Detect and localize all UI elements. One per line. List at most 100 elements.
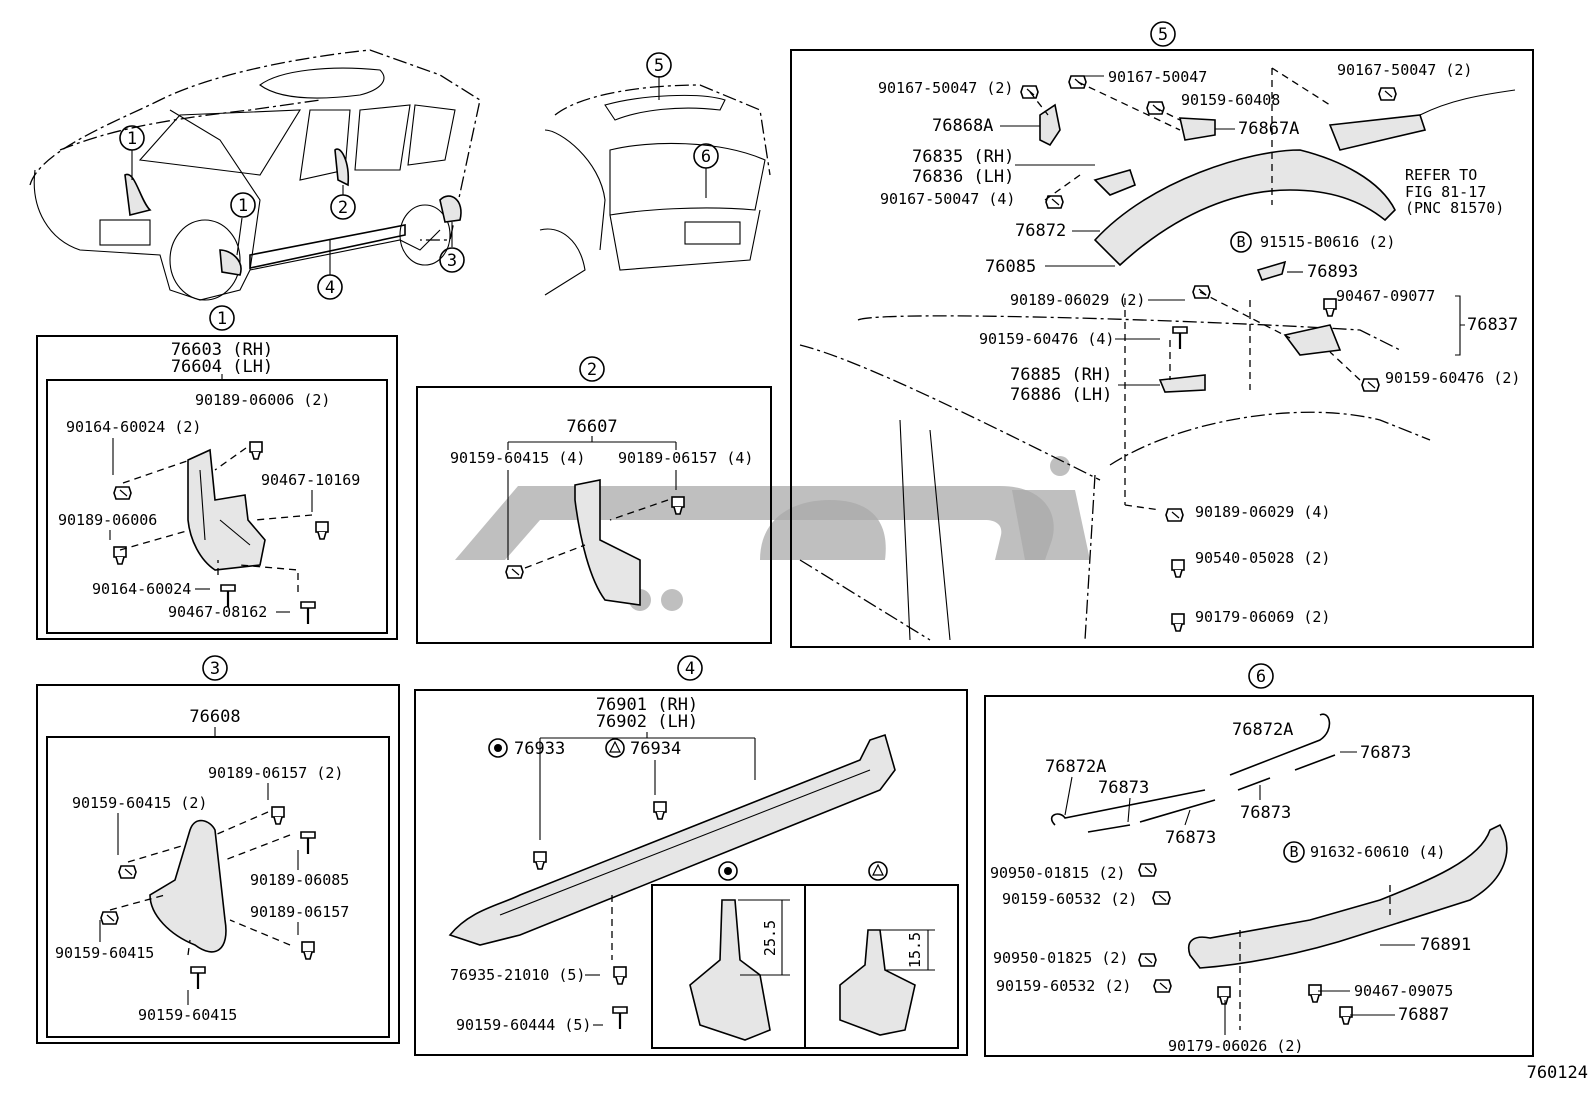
part-label: FIG 81-17 <box>1405 183 1486 201</box>
part-label: 90189-06029 (4) <box>1195 503 1330 521</box>
part-label: 90950-01825 (2) <box>993 949 1128 967</box>
part-76085: 76085 <box>985 257 1036 277</box>
part-76872a-lower: 76872A <box>1045 757 1106 777</box>
part-label: 5 <box>1158 25 1168 45</box>
part-label: 90167-50047 (2) <box>1337 61 1472 79</box>
part-label: 2 <box>587 360 597 380</box>
part-label: 1 <box>217 309 227 329</box>
part-76887: 76887 <box>1398 1005 1449 1025</box>
part-label: 90189-06157 <box>250 903 349 921</box>
part-76872a-upper: 76872A <box>1232 720 1293 740</box>
part-label: 3 <box>447 251 457 271</box>
part-label: 90189-06006 (2) <box>195 391 330 409</box>
part-label: 91515-B0616 (2) <box>1260 233 1395 251</box>
part-label: 90159-60415 <box>55 944 154 962</box>
panel-1-mudguard-front: 1 76603 (RH) 76604 (LH) 90189-06006 (2) … <box>36 305 398 640</box>
part-76603: 76603 (RH) <box>171 340 273 360</box>
part-label: 6 <box>701 147 711 167</box>
part-label: 90189-06006 <box>58 511 157 529</box>
part-label: 90467-09077 <box>1336 287 1435 305</box>
panel-4-rocker-moulding: 4 76901 (RH) 76902 (LH) 76933 76934 7693… <box>414 655 968 1056</box>
part-label: 90167-50047 (2) <box>878 79 1013 97</box>
part-label: (PNC 81570) <box>1405 199 1504 217</box>
part-76933: 76933 <box>514 739 565 759</box>
part-label: 90164-60024 (2) <box>66 418 201 436</box>
part-76891: 76891 <box>1420 935 1471 955</box>
part-label: 90167-50047 <box>1108 68 1207 86</box>
part-label: 90189-06085 <box>250 871 349 889</box>
part-label: 90467-10169 <box>261 471 360 489</box>
callout-1-overview-b: 1 <box>230 192 256 218</box>
part-label: 90159-60444 (5) <box>456 1016 591 1034</box>
part-label: 90159-60415 <box>138 1006 237 1024</box>
part-76867a: 76867A <box>1238 119 1299 139</box>
callout-4-overview: 4 <box>317 274 343 300</box>
part-label: 90159-60476 (4) <box>979 330 1114 348</box>
part-label: 90189-06029 (2) <box>1010 291 1145 309</box>
part-76604: 76604 (LH) <box>171 357 273 377</box>
part-label: 90159-60532 (2) <box>1002 890 1137 908</box>
part-76837: 76837 <box>1467 315 1518 335</box>
part-label: 90159-60532 (2) <box>996 977 1131 995</box>
part-76872: 76872 <box>1015 221 1066 241</box>
part-label: 6 <box>1256 667 1266 687</box>
part-label: 90179-06069 (2) <box>1195 608 1330 626</box>
panel-5-rear-spoiler: 5 90167-50047 (2) 90167-50047 90167-50 <box>790 21 1534 648</box>
part-label: 91632-60610 (4) <box>1310 843 1445 861</box>
part-label: 90189-06157 (2) <box>208 764 343 782</box>
part-label: B <box>1236 233 1245 251</box>
part-76873-b: 76873 <box>1360 743 1411 763</box>
part-label: 90179-06026 (2) <box>1168 1037 1303 1055</box>
part-76934: 76934 <box>630 739 681 759</box>
part-76836: 76836 (LH) <box>912 167 1014 187</box>
part-76873-c: 76873 <box>1240 803 1291 823</box>
part-label: 90167-50047 (4) <box>880 190 1015 208</box>
overview-car-illustration <box>29 49 481 301</box>
part-label: 90540-05028 (2) <box>1195 549 1330 567</box>
part-76901: 76901 (RH) <box>596 695 698 715</box>
part-76885: 76885 (RH) <box>1010 365 1112 385</box>
part-label: 1 <box>238 196 248 216</box>
part-label: 3 <box>210 659 220 679</box>
part-label: 90159-60415 (4) <box>450 449 585 467</box>
panel-2-mudguard-rear: 2 76607 90159-60415 (4) 90189-06157 (4) <box>416 356 772 644</box>
part-label: 90159-60415 (2) <box>72 794 207 812</box>
callout-2-overview: 2 <box>330 194 356 220</box>
part-label: 2 <box>338 198 348 218</box>
part-label: 90950-01815 (2) <box>990 864 1125 882</box>
callout-6-rear: 6 <box>693 143 719 169</box>
part-label: 5 <box>654 56 664 76</box>
panel-6-back-door-spoiler: 6 76872A 76872A 76873 76873 76873 76873 … <box>984 663 1534 1057</box>
part-76902: 76902 (LH) <box>596 712 698 732</box>
part-76873-a: 76873 <box>1098 778 1149 798</box>
dimension-25-5: 25.5 <box>761 920 779 956</box>
part-label: B <box>1289 843 1298 861</box>
part-label: 90189-06157 (4) <box>618 449 753 467</box>
callout-3-overview: 3 <box>439 247 465 273</box>
part-label: 90467-09075 <box>1354 982 1453 1000</box>
part-76893: 76893 <box>1307 262 1358 282</box>
callout-5-rear: 5 <box>646 52 672 78</box>
panel-3-mudguard-side: 3 76608 90189-06157 (2) 90159-60415 (2) … <box>36 655 400 1044</box>
part-76886: 76886 (LH) <box>1010 385 1112 405</box>
part-label: 90467-08162 <box>168 603 267 621</box>
part-label: 1 <box>127 129 137 149</box>
part-label: 90159-60476 (2) <box>1385 369 1520 387</box>
callout-1-overview-a: 1 <box>119 125 145 151</box>
part-76835: 76835 (RH) <box>912 147 1014 167</box>
part-76868a: 76868A <box>932 116 993 136</box>
part-76873-d: 76873 <box>1165 828 1216 848</box>
part-label: REFER TO <box>1405 166 1477 184</box>
watermark-logo <box>455 456 1090 611</box>
part-76608: 76608 <box>189 707 240 727</box>
part-76607: 76607 <box>566 417 617 437</box>
page-code: 760124 <box>1527 1063 1588 1083</box>
dimension-15-5: 15.5 <box>906 932 924 968</box>
part-label: 4 <box>325 278 335 298</box>
part-label: 90159-60408 <box>1181 91 1280 109</box>
part-label: 90164-60024 <box>92 580 191 598</box>
part-label: 76935-21010 (5) <box>450 966 585 984</box>
part-label: 4 <box>685 659 695 679</box>
rear-car-illustration <box>539 76 771 296</box>
